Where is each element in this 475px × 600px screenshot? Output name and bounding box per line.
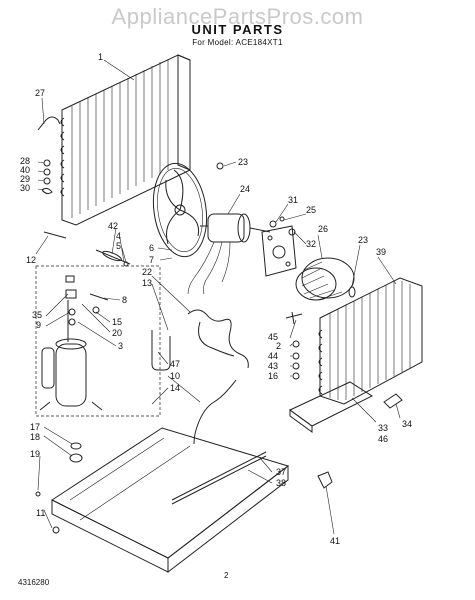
callout-13: 13	[142, 278, 152, 288]
callout-43: 43	[268, 361, 278, 371]
overload-parts	[89, 293, 109, 314]
callout-37: 37	[276, 467, 286, 477]
refrigerant-tubing	[151, 309, 249, 371]
callout-27: 27	[35, 88, 45, 98]
callout-3: 3	[118, 341, 123, 351]
callout-5: 5	[116, 241, 121, 251]
screws-and-clips	[216, 162, 356, 298]
capillary-assembly	[43, 231, 131, 267]
callout-18: 18	[30, 432, 40, 442]
callout-12: 12	[26, 255, 36, 265]
callout-32: 32	[306, 239, 316, 249]
callout-26: 26	[318, 224, 328, 234]
page-number: 2	[224, 571, 229, 580]
tube-27	[37, 116, 61, 131]
callout-8: 8	[122, 295, 127, 305]
callout-39: 39	[376, 247, 386, 257]
callout-38: 38	[276, 478, 286, 488]
callout-1: 1	[98, 52, 103, 62]
compressor	[39, 338, 103, 411]
callout-9: 9	[36, 320, 41, 330]
callout-19: 19	[30, 449, 40, 459]
callout-46: 46	[378, 434, 388, 444]
fan-motor	[187, 213, 271, 295]
callout-40: 40	[20, 165, 30, 175]
coil-clips	[41, 159, 53, 195]
callout-17: 17	[30, 422, 40, 432]
callout-42: 42	[108, 221, 118, 231]
document-number: 4316280	[18, 578, 50, 587]
wire-harness	[193, 379, 237, 445]
callout-6: 6	[149, 243, 154, 253]
leader-lines	[35, 59, 401, 535]
callout-31: 31	[288, 195, 298, 205]
part-34	[383, 393, 403, 409]
callout-4: 4	[116, 231, 121, 241]
base-pan	[50, 427, 290, 574]
callout-22: 22	[142, 267, 152, 277]
callout-23-right: 23	[358, 235, 368, 245]
compressor-terminal-parts	[65, 275, 77, 342]
callout-45: 45	[268, 332, 278, 342]
base-hardware	[35, 442, 333, 534]
callout-33: 33	[378, 423, 388, 433]
blower-wheel	[295, 257, 355, 301]
callout-28: 28	[20, 156, 30, 166]
condenser-fan-blade	[152, 162, 208, 258]
drain-pan	[289, 381, 374, 433]
callout-25: 25	[306, 205, 316, 215]
callout-44: 44	[268, 351, 278, 361]
callout-34: 34	[402, 419, 412, 429]
callout-35: 35	[32, 310, 42, 320]
callout-20: 20	[112, 328, 122, 338]
callout-47: 47	[170, 359, 180, 369]
callout-16: 16	[268, 371, 278, 381]
compressor-group-boundary	[35, 265, 161, 417]
tube-fittings	[285, 311, 303, 380]
evaporator-coil	[318, 277, 423, 405]
callout-10: 10	[170, 371, 180, 381]
callout-24: 24	[240, 184, 250, 194]
callout-15: 15	[112, 317, 122, 327]
page-title: UNIT PARTS	[191, 22, 284, 37]
model-subtitle: For Model: ACE184XT1	[192, 38, 283, 47]
motor-bracket	[261, 225, 297, 277]
callout-14: 14	[170, 383, 180, 393]
callout-2: 2	[276, 341, 281, 351]
callout-29: 29	[20, 174, 30, 184]
callout-23-top: 23	[238, 157, 248, 167]
watermark: AppliancePartsPros.com	[111, 4, 364, 29]
callout-41: 41	[330, 536, 340, 546]
callout-30: 30	[20, 183, 30, 193]
callout-11: 11	[36, 508, 45, 518]
callout-labels: 1 27 28 40 29 30 23 24 31 25 32 26 23 39…	[20, 52, 412, 546]
condenser-coil	[60, 54, 191, 226]
callout-7: 7	[149, 255, 154, 265]
